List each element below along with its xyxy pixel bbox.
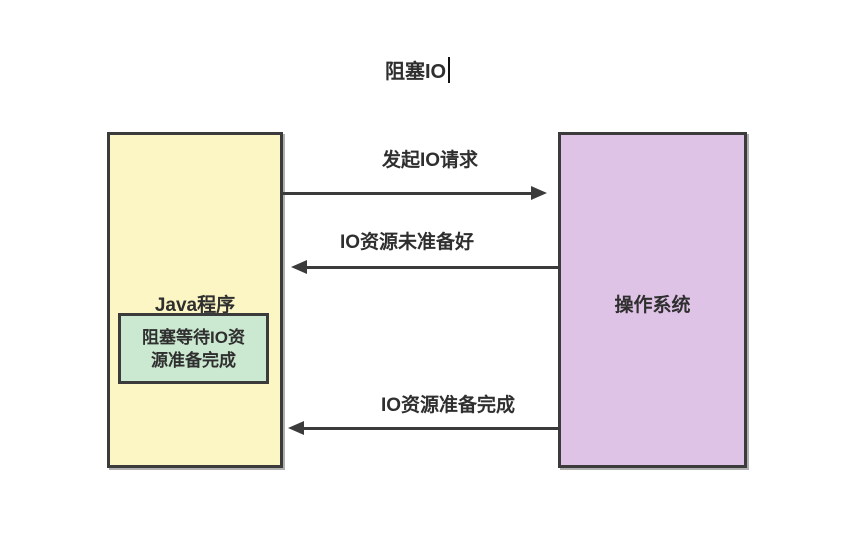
diagram-title-text: 阻塞IO (385, 61, 447, 83)
diagram-title[interactable]: 阻塞IO (385, 55, 451, 84)
message-label-io-ready: IO资源准备完成 (380, 395, 516, 416)
java-program-label: Java程序 (154, 295, 236, 316)
operating-system-box[interactable]: 操作系统 (558, 132, 747, 468)
blocking-wait-state-line2: 源准备完成 (151, 350, 236, 370)
message-label-io-request: 发起IO请求 (381, 150, 479, 171)
arrow-io-ready-head (288, 421, 304, 435)
arrow-io-request-head (531, 186, 547, 200)
blocking-wait-state-line1: 阻塞等待IO资 (142, 327, 245, 347)
text-cursor (448, 57, 451, 83)
message-label-io-not-ready: IO资源未准备好 (339, 232, 475, 253)
arrow-io-not-ready-line (306, 266, 558, 269)
java-program-box[interactable]: Java程序 阻塞等待IO资 源准备完成 (107, 132, 283, 468)
operating-system-label: 操作系统 (614, 295, 691, 316)
arrow-io-not-ready-head (291, 260, 307, 274)
blocking-wait-state-box[interactable]: 阻塞等待IO资 源准备完成 (118, 313, 269, 384)
arrow-io-ready-line (303, 427, 558, 430)
arrow-io-request-line (283, 192, 533, 195)
